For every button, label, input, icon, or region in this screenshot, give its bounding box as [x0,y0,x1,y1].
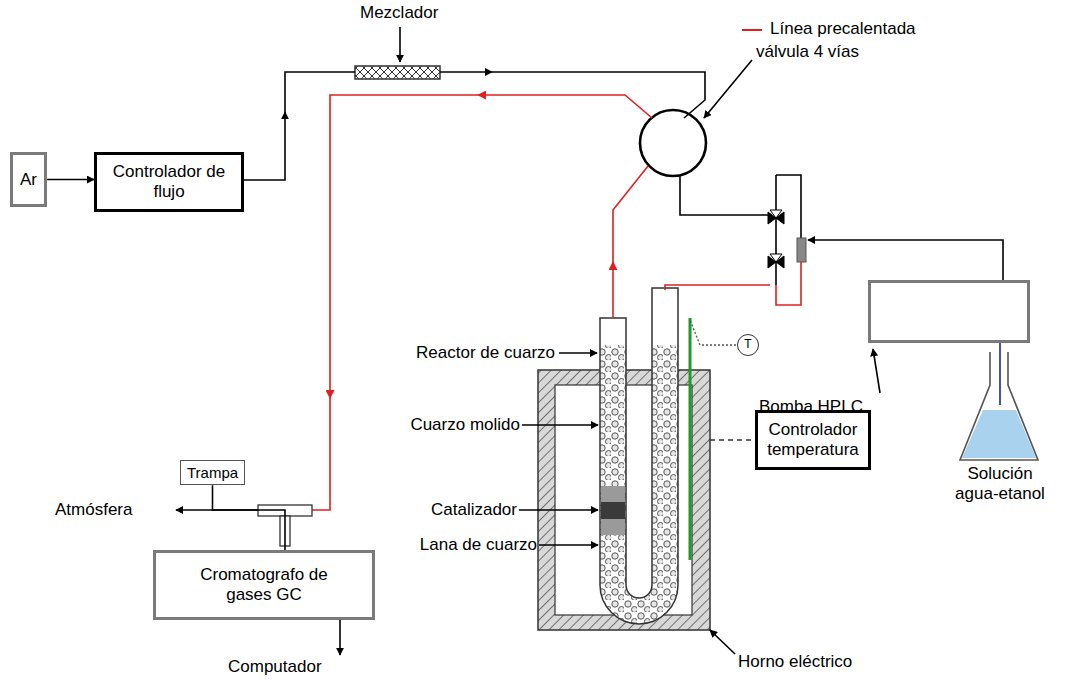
trap-box: Trampa [180,460,245,485]
data-line [339,620,341,655]
gas-line [440,71,492,73]
node-text: T [744,338,751,352]
three-way-valves [768,210,784,268]
quartz-wool [601,486,625,502]
part-label: Cuarzo molido [410,415,520,435]
node-text: Controlador de flujo [104,162,234,201]
leader-arrow [559,352,597,354]
control-signal [710,439,754,441]
preheated-lines [312,95,801,510]
four-way-valve [640,110,706,176]
valve-symbol [770,254,782,262]
node-text: Cromatografo de gases GC [179,565,349,604]
part-label: Mezclador [360,3,438,23]
part-label: Catalizador [431,500,517,520]
hplc-pump-box: Bomba HPLC [868,280,1030,343]
preheated-line [776,262,801,305]
preheated-line [478,95,652,118]
flow-controller-box: Controlador de flujo [94,152,244,212]
pump-caption: Bomba HPLC [759,397,863,417]
thermocouple-lead [690,320,736,345]
thermocouple [689,318,692,560]
part-label: Computador [228,657,322,677]
flask-liquid [962,410,1036,458]
part-label: Lana de cuarzo [420,535,537,555]
leader-arrow [873,349,880,393]
gas-line [243,112,285,180]
vent-label: Atmósfera [55,500,132,520]
leader-arrow [704,60,752,118]
leader-arrow [539,544,598,546]
flask [960,352,1038,460]
node-text: Controlador temperatura [763,420,863,459]
preheated-line [612,262,614,318]
reactor-tube-outline [600,288,678,624]
valve-symbol [770,210,782,218]
valve-manifold [776,175,801,285]
leader-arrow [522,424,598,426]
node-text: Ar [20,170,37,190]
preheated-line [312,398,330,510]
gas-line [285,72,355,112]
part-label: Solución agua-etanol [950,464,1050,503]
preheated-line [665,285,770,290]
preheated-line [613,166,648,262]
connector [47,179,94,181]
leader-arrow [519,509,598,511]
legend-text: Línea precalentada [770,19,916,39]
gas-line [680,176,768,215]
quartz-wool [601,519,625,535]
gas-chromatograph-box: Cromatografo de gases GC [153,550,375,620]
connector [213,485,286,550]
part-label: Reactor de cuarzo [416,343,555,363]
legend-sample [742,29,762,31]
thermocouple-circle: T [737,334,759,356]
tee-fitting [797,238,806,262]
part-label: válvula 4 vías [756,42,859,62]
node-text: Trampa [187,464,238,481]
ground-quartz-packing [595,345,685,635]
temperature-controller-box: Controlador temperatura [755,410,871,470]
part-label: Horno eléctrico [738,652,852,672]
leader-arrow [399,27,401,62]
gas-source-box: Ar [10,152,47,207]
catalyst-bed [601,502,625,519]
leader-arrow [710,630,735,654]
mixer [355,66,440,79]
